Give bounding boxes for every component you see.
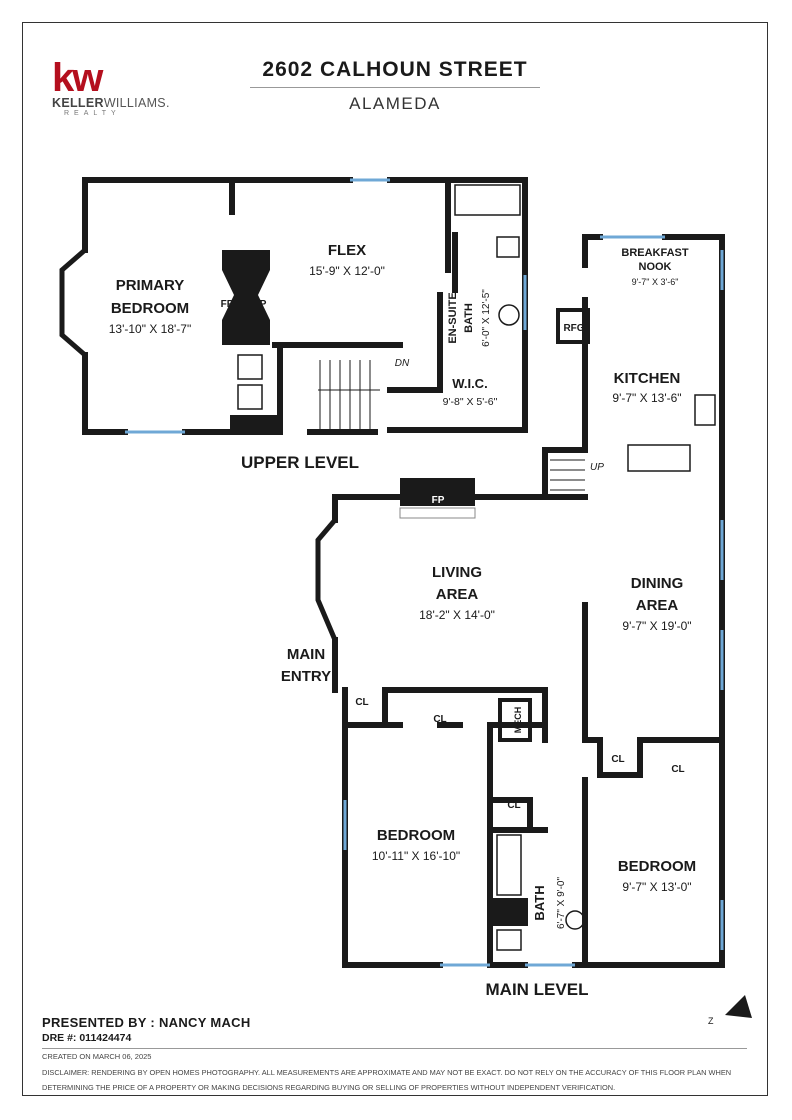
label-up: UP xyxy=(590,462,604,473)
size-ensuite: 6'-0" X 12'-5" xyxy=(481,289,492,347)
label-living-1: LIVING xyxy=(432,564,482,581)
label-cl-entry: CL xyxy=(355,697,368,708)
page-frame xyxy=(22,22,768,1096)
label-main-level: MAIN LEVEL xyxy=(486,980,589,999)
main-level-walls xyxy=(332,234,725,968)
size-wic: 9'-8" X 5'-6" xyxy=(443,396,498,408)
label-rfg: RFG xyxy=(563,323,584,334)
size-bath: 6'-7" X 9'-0" xyxy=(556,877,567,930)
label-primary-bedroom-2: BEDROOM xyxy=(111,300,189,317)
size-flex: 15'-9" X 12'-0" xyxy=(309,264,385,278)
upper-stairs xyxy=(318,360,380,430)
label-primary-bedroom-1: PRIMARY xyxy=(116,277,185,294)
keller-williams-logo: kw KELLERWILLIAMS. REALTY xyxy=(52,56,182,117)
logo-mark: kw xyxy=(52,56,103,100)
north-arrow-icon: Z xyxy=(708,995,752,1026)
living-fireplace xyxy=(400,478,475,506)
label-fp-right: FP xyxy=(254,299,267,310)
windows xyxy=(125,178,724,967)
label-bath: BATH xyxy=(532,885,547,920)
label-wic: W.I.C. xyxy=(452,376,487,391)
label-ensuite-2: BATH xyxy=(463,303,475,333)
sink-main xyxy=(565,910,585,930)
label-cl-right-1: CL xyxy=(611,754,624,765)
label-mech: MECH xyxy=(513,707,523,734)
label-bedroom-left: BEDROOM xyxy=(377,827,455,844)
appliance-wet-bar xyxy=(237,384,263,410)
kitchen-sink xyxy=(694,394,716,426)
toilet-upper xyxy=(496,236,520,258)
size-living: 18'-2" X 14'-0" xyxy=(419,608,495,622)
presented-by: PRESENTED BY : NANCY MACH xyxy=(42,1015,251,1030)
label-kitchen: KITCHEN xyxy=(614,370,681,387)
label-dn: DN xyxy=(395,358,410,369)
label-fp-left: FP xyxy=(221,299,234,310)
label-entry-2: ENTRY xyxy=(281,668,331,685)
sink-wet-bar xyxy=(237,354,263,380)
created-date: CREATED ON MARCH 06, 2025 xyxy=(42,1052,152,1061)
size-bedroom-right: 9'-7" X 13'-0" xyxy=(622,880,691,894)
label-bedroom-right: BEDROOM xyxy=(618,858,696,875)
cabinet-block xyxy=(230,415,278,433)
refrigerator xyxy=(556,308,590,344)
living-bay-window xyxy=(315,518,338,641)
toilet-main xyxy=(496,929,522,951)
logo-name: KELLERWILLIAMS. xyxy=(52,96,170,110)
label-upper-level: UPPER LEVEL xyxy=(241,453,359,472)
footer-divider xyxy=(42,1048,747,1049)
size-bedroom-left: 10'-11" X 16'-10" xyxy=(372,849,460,863)
label-dining-2: AREA xyxy=(636,597,679,614)
title-divider xyxy=(250,87,540,88)
range xyxy=(627,444,691,472)
label-flex: FLEX xyxy=(328,242,366,259)
primary-bay-window xyxy=(59,248,87,357)
label-cl-bath: CL xyxy=(507,800,520,811)
logo-sub: REALTY xyxy=(64,110,121,117)
main-stairs xyxy=(550,459,585,491)
svg-text:Z: Z xyxy=(708,1016,714,1026)
label-dining-1: DINING xyxy=(631,575,684,592)
label-nook-1: BREAKFAST xyxy=(621,247,689,259)
vanity-block xyxy=(492,898,528,926)
label-entry-1: MAIN xyxy=(287,646,325,663)
label-cl-hall: CL xyxy=(433,714,446,725)
mech-closet xyxy=(498,698,532,742)
label-cl-right-2: CL xyxy=(671,764,684,775)
property-address: 2602 CALHOUN STREET xyxy=(262,58,528,81)
label-nook-2: NOOK xyxy=(639,261,672,273)
sink-upper xyxy=(498,304,520,326)
size-kitchen: 9'-7" X 13'-6" xyxy=(612,391,681,405)
label-living-2: AREA xyxy=(436,586,479,603)
disclaimer: DISCLAIMER: RENDERING BY OPEN HOMES PHOT… xyxy=(42,1068,732,1092)
tub-upper xyxy=(454,184,521,216)
size-dining: 9'-7" X 19'-0" xyxy=(622,619,691,633)
size-nook: 9'-7" X 3'-6" xyxy=(632,277,679,287)
dre-number: DRE #: 011424474 xyxy=(42,1032,132,1044)
tub-main xyxy=(496,834,522,896)
label-fp-living: FP xyxy=(432,495,445,506)
size-primary-bedroom: 13'-10" X 18'-7" xyxy=(109,322,191,336)
label-ensuite-1: EN-SUITE xyxy=(447,292,459,343)
upper-fireplace xyxy=(222,250,270,345)
hearth xyxy=(399,507,476,519)
property-city: ALAMEDA xyxy=(349,94,441,113)
